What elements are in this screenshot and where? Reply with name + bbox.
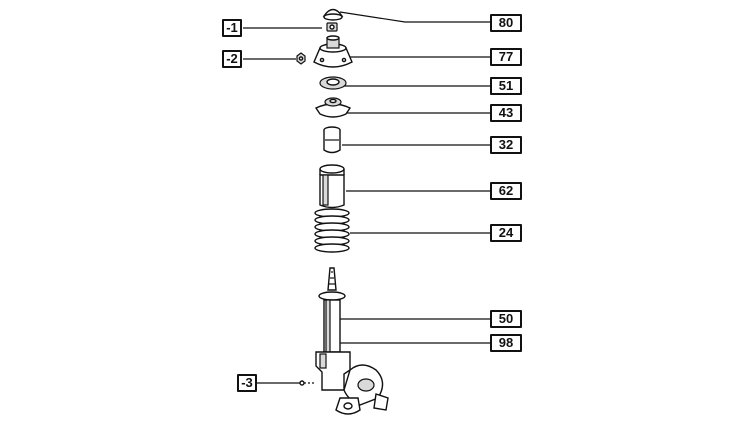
callout-77: 77 xyxy=(490,48,522,66)
callout-50: 50 xyxy=(490,310,522,328)
shock-absorber xyxy=(318,267,346,353)
dust-boot xyxy=(319,164,345,209)
coil-spring xyxy=(314,208,350,253)
bump-stop xyxy=(323,126,341,154)
callout-98: 98 xyxy=(490,334,522,352)
top-nut xyxy=(326,22,338,32)
callout-minus-3: -3 xyxy=(237,374,257,392)
leader-lines xyxy=(243,11,490,384)
callout-minus-2: -2 xyxy=(222,50,242,68)
knuckle-bolt xyxy=(299,380,316,386)
callout-32: 32 xyxy=(490,136,522,154)
bearing xyxy=(319,76,347,90)
steering-knuckle xyxy=(315,351,389,415)
callout-80: 80 xyxy=(490,14,522,32)
upper-spring-seat xyxy=(314,97,352,118)
callout-43: 43 xyxy=(490,104,522,122)
callout-minus-1: -1 xyxy=(222,19,242,37)
mount-nut xyxy=(296,52,306,65)
callout-51: 51 xyxy=(490,77,522,95)
leader-80 xyxy=(339,11,490,23)
top-mount xyxy=(313,35,353,68)
callout-24: 24 xyxy=(490,224,522,242)
dust-cap xyxy=(322,8,344,21)
callout-62: 62 xyxy=(490,182,522,200)
